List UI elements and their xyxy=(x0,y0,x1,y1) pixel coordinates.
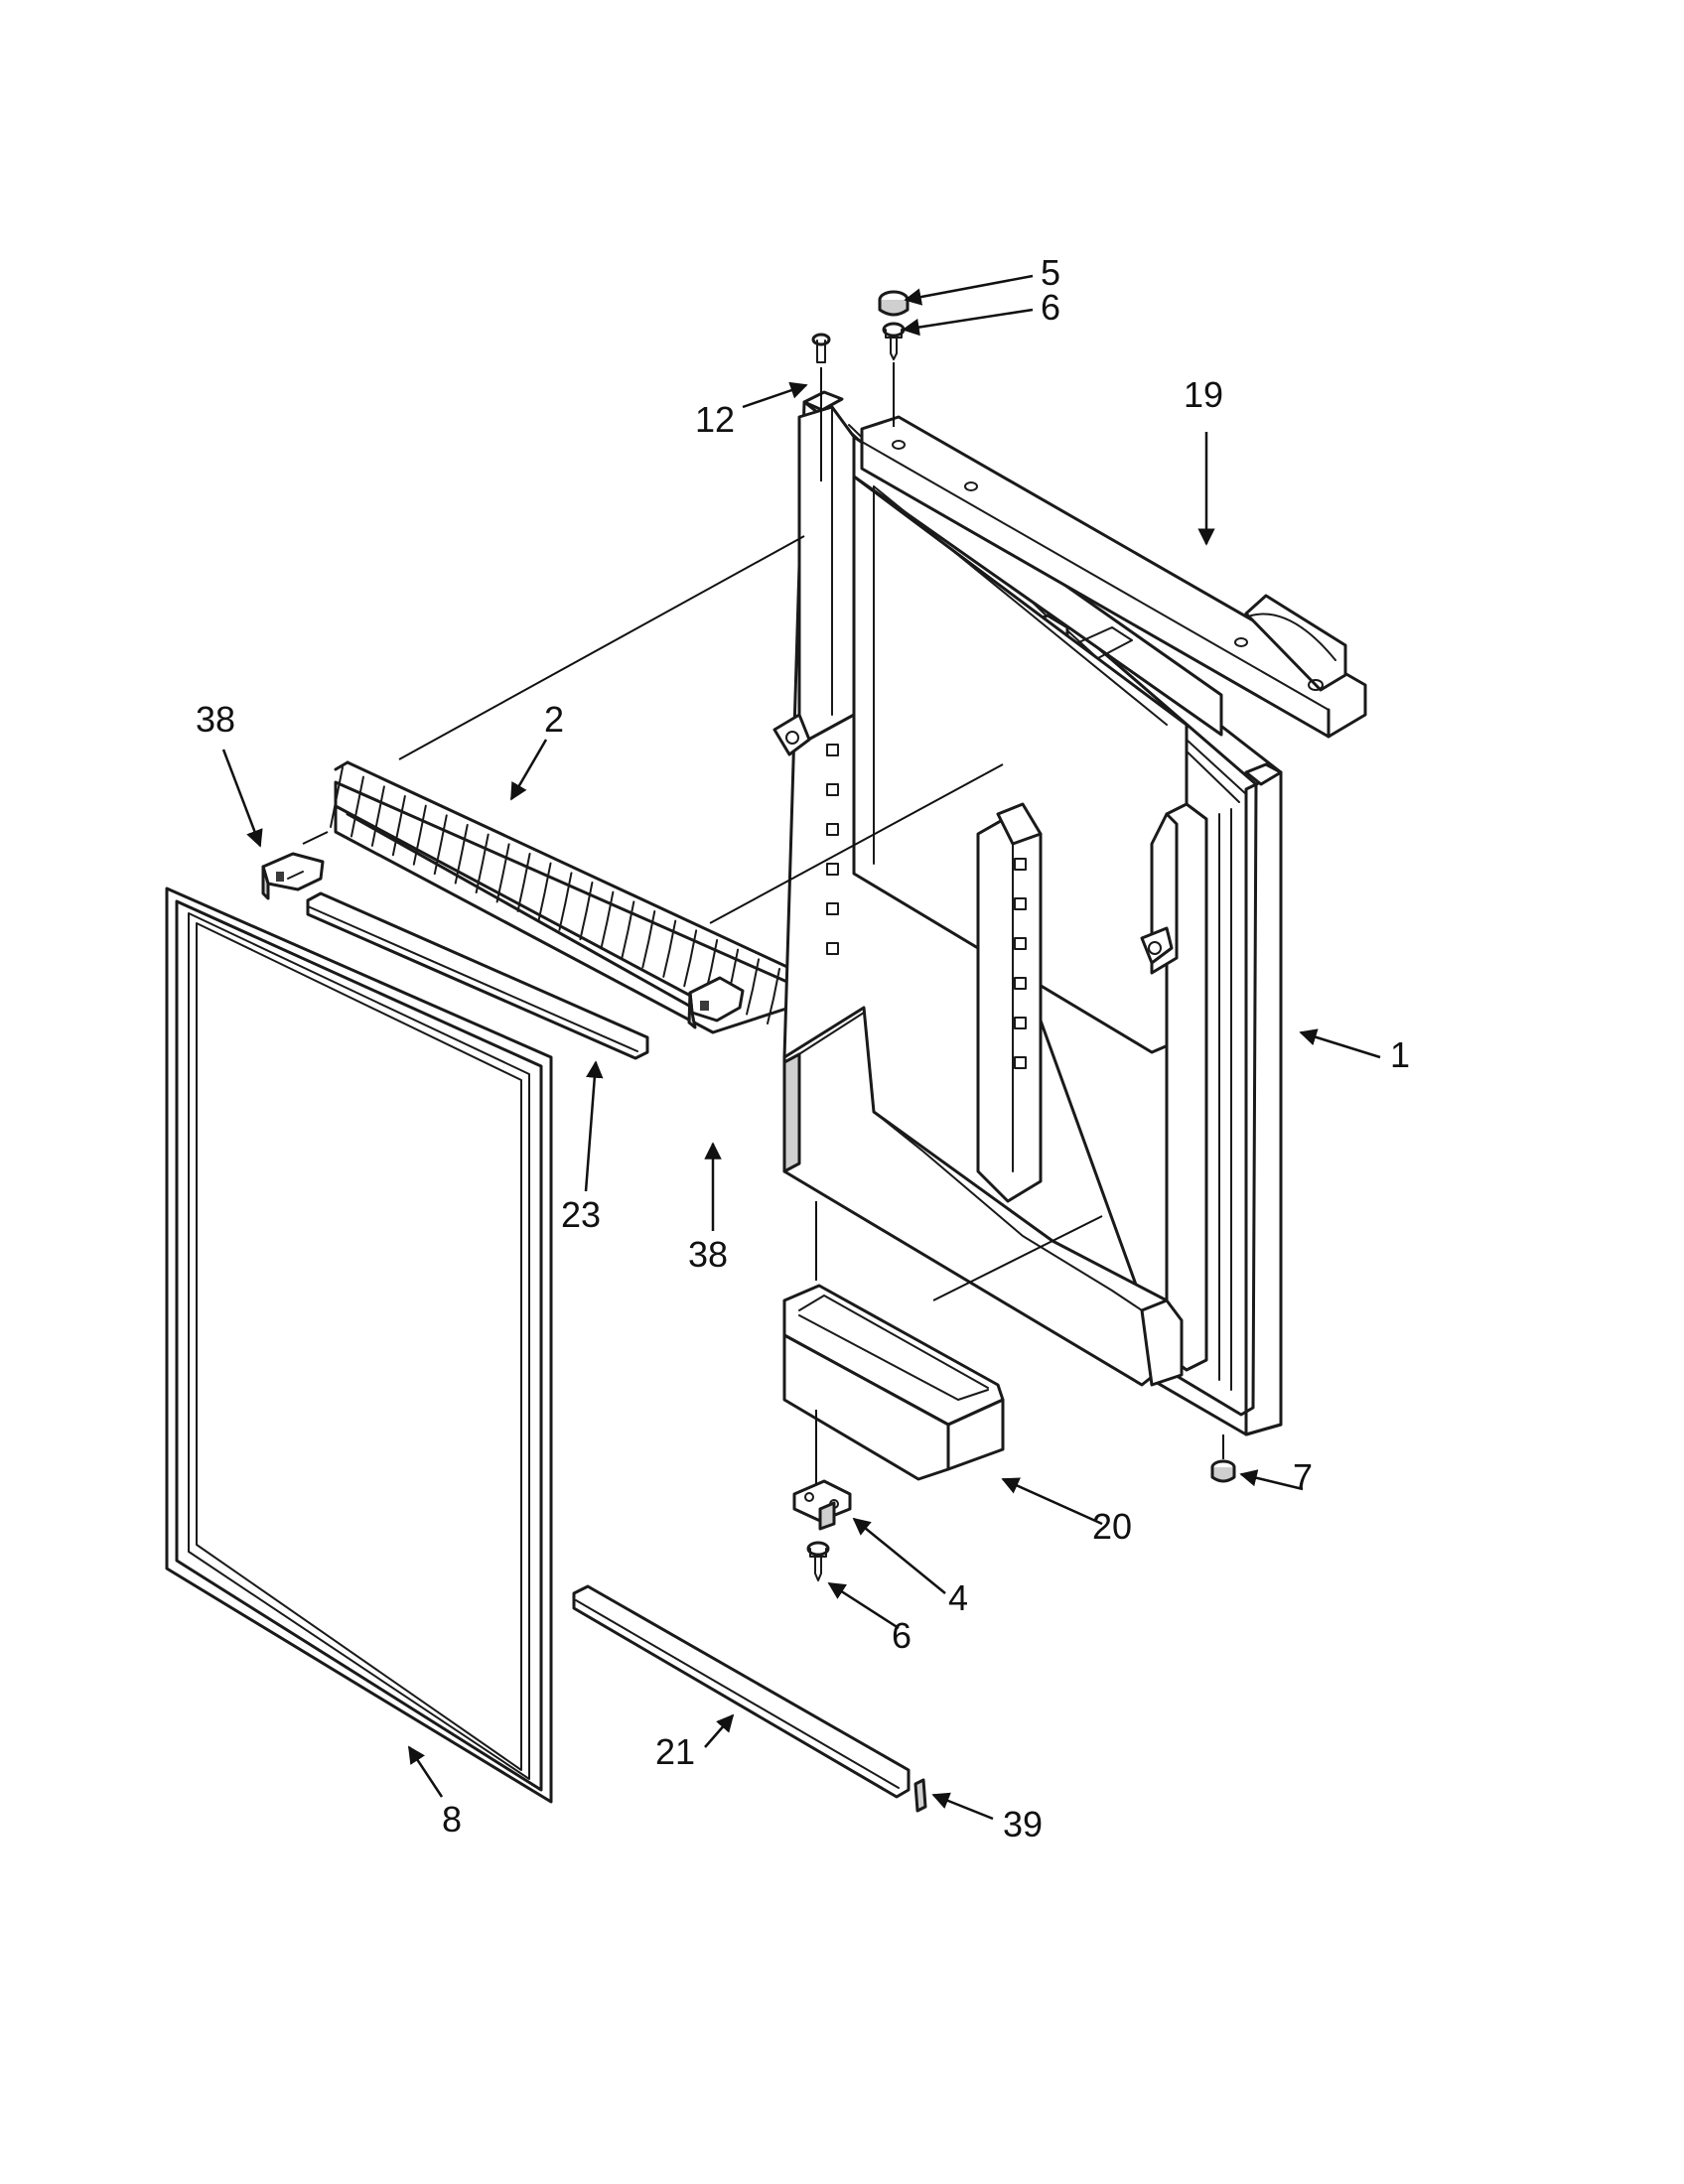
screw-part-6-top xyxy=(882,322,906,360)
shelf-wire-rod xyxy=(746,958,761,1016)
shelf-peg-hole xyxy=(826,823,839,836)
shelf-bracket-part-38-left xyxy=(261,852,325,900)
clip-part-39 xyxy=(913,1778,927,1813)
callout-5: 5 xyxy=(1041,252,1060,293)
callout-leaders xyxy=(221,274,1381,1821)
callout-39: 39 xyxy=(1003,1804,1043,1844)
callout-2: 2 xyxy=(544,699,564,740)
shelf-wire-rod xyxy=(433,814,448,876)
shelf-wire-rod xyxy=(621,900,635,959)
shelf-wire-rod xyxy=(537,862,552,922)
callout-38-center: 38 xyxy=(688,1234,728,1275)
shelf-wire-rod xyxy=(475,833,490,893)
shelf-peg-hole xyxy=(826,863,839,876)
assembly-guide-lines xyxy=(302,362,1224,1484)
cap-plug-part-5 xyxy=(878,290,910,317)
callout-20: 20 xyxy=(1092,1506,1132,1547)
shelf-wire-rod xyxy=(495,843,510,903)
callout-23: 23 xyxy=(561,1194,601,1235)
door-strip-part-21 xyxy=(572,1584,911,1799)
shelf-wire-rod xyxy=(579,882,594,941)
shelf-peg-hole xyxy=(826,902,839,915)
shelf-wire-rod xyxy=(350,775,364,838)
shelf-wire-rod xyxy=(767,968,780,1024)
shelf-peg-hole xyxy=(826,744,839,756)
shelf-peg-hole xyxy=(1014,858,1027,871)
callout-1: 1 xyxy=(1390,1034,1410,1075)
shelf-wire-rod xyxy=(454,824,469,885)
hinge-pin-part-12 xyxy=(811,333,831,363)
door-gasket-part-8 xyxy=(165,887,553,1804)
shelf-wire-rod xyxy=(641,910,656,969)
shelf-wire-rod xyxy=(558,872,573,931)
shelf-wire-rod xyxy=(662,919,677,978)
shelf-peg-hole xyxy=(1014,977,1027,990)
shelf-wire-rod xyxy=(600,890,615,950)
callout-labels: 5 6 12 19 2 38 1 23 38 7 20 4 6 21 8 39 xyxy=(196,252,1410,1844)
shelf-wire-rod xyxy=(516,853,531,912)
callout-7: 7 xyxy=(1293,1456,1313,1497)
hinge-bracket-part-4 xyxy=(792,1479,852,1531)
shelf-wire-rod xyxy=(683,929,698,988)
wire-shelf-part-2 xyxy=(330,760,791,1034)
callout-4: 4 xyxy=(948,1577,968,1618)
shelf-peg-hole xyxy=(1014,937,1027,950)
callout-6-top: 6 xyxy=(1041,287,1060,328)
callout-12: 12 xyxy=(695,399,735,440)
callout-19: 19 xyxy=(1184,374,1223,415)
callout-21: 21 xyxy=(655,1731,695,1772)
door-strip-part-23 xyxy=(306,891,649,1060)
shelf-peg-hole xyxy=(826,942,839,955)
shelf-wire-rod xyxy=(370,785,385,847)
shelf-peg-hole xyxy=(826,783,839,796)
shelf-wire-rod xyxy=(391,795,406,857)
shelf-peg-hole xyxy=(1014,897,1027,910)
callout-6-bottom: 6 xyxy=(892,1615,912,1656)
shelf-wire-rod xyxy=(412,804,427,866)
callout-8: 8 xyxy=(442,1799,462,1840)
screw-part-6-bottom xyxy=(806,1541,830,1581)
door-bin-part-20 xyxy=(782,1284,1005,1481)
callout-38-left: 38 xyxy=(196,699,235,740)
shelf-peg-hole xyxy=(1014,1017,1027,1029)
shelf-bracket-part-38-center xyxy=(687,976,745,1029)
shelf-peg-hole xyxy=(1014,1056,1027,1069)
shelf-wire-rod xyxy=(330,766,344,828)
door-liner-part-1 xyxy=(772,390,1283,1436)
bushing-part-7 xyxy=(1210,1459,1236,1483)
door-top-trim-part-19 xyxy=(860,415,1367,739)
